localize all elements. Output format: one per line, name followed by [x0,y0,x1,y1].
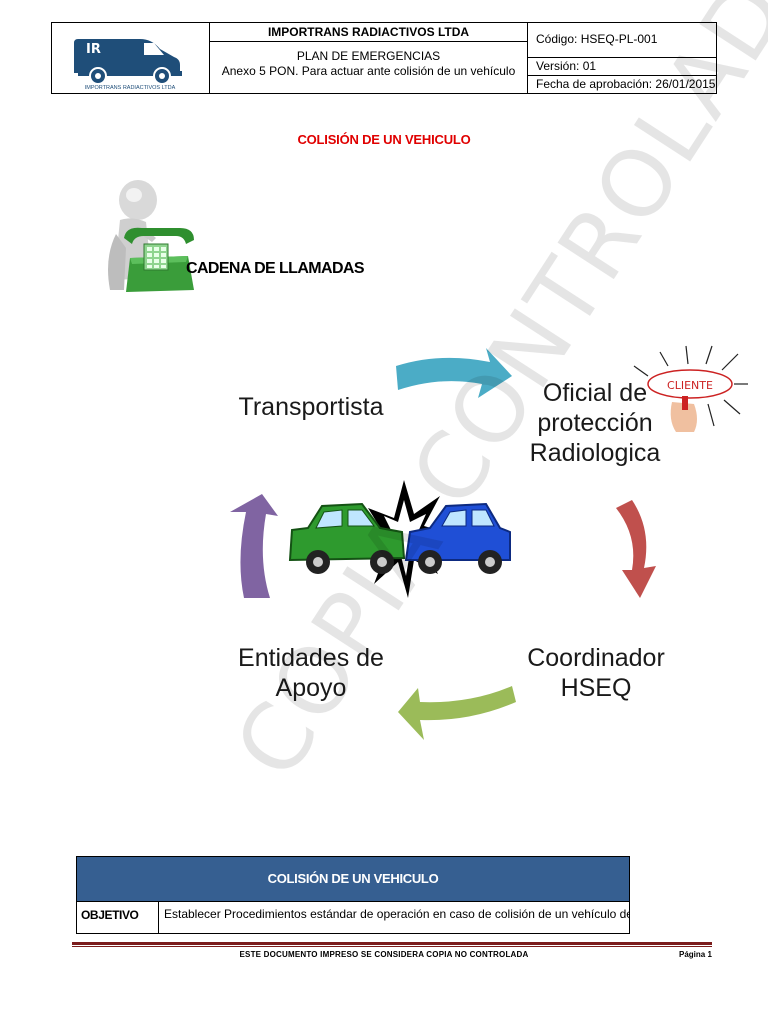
objective-table: COLISIÓN DE UN VEHICULO OBJETIVO Estable… [76,856,630,934]
document-version: Versión: 01 [528,58,716,76]
approval-date: Fecha de aprobación: 26/01/2015 [536,77,716,91]
node-transportista: Transportista [238,393,384,421]
car-crash-illustration [288,480,511,598]
company-logo: IR IMPORTRANS RADIACTIVOS LTDA [74,39,182,91]
document-header: IR IMPORTRANS RADIACTIVOS LTDA IMPORTRAN… [51,22,717,94]
plan-line-2: Anexo 5 PON. Para actuar ante colisión d… [221,64,516,78]
arrow-transportista-to-oficial [396,348,512,398]
node-entidades-apoyo: Entidades de Apoyo [238,644,384,702]
plan-title: PLAN DE EMERGENCIAS Anexo 5 PON. Para ac… [210,49,527,79]
svg-text:IMPORTRANS RADIACTIVOS LTDA: IMPORTRANS RADIACTIVOS LTDA [85,85,176,91]
arrow-coordinador-to-entidades [398,686,516,740]
footer-disclaimer: ESTE DOCUMENTO IMPRESO SE CONSIDERA COPI… [239,950,529,959]
node-coordinador-hseq: Coordinador HSEQ [527,644,665,702]
arrow-entidades-to-transportista [230,494,278,598]
page-title: COLISIÓN DE UN VEHICULO [297,132,471,147]
phone-person-illustration [108,180,194,292]
objetivo-text: Establecer Procedimientos estándar de op… [164,907,629,921]
table-row: OBJETIVO Establecer Procedimientos están… [77,901,629,933]
table-header: COLISIÓN DE UN VEHICULO [77,857,629,901]
cliente-sketch-illustration: CLIENTE [633,345,748,432]
footer-divider [72,942,712,945]
document-code: Código: HSEQ-PL-001 [528,23,716,58]
cadena-label: CADENA DE LLAMADAS [186,260,365,277]
cycle-diagram: CLIENTE [230,345,748,740]
company-name: IMPORTRANS RADIACTIVOS LTDA [210,23,527,42]
document-title-cell: IMPORTRANS RADIACTIVOS LTDA PLAN DE EMER… [210,23,528,93]
footer-divider-thin [72,946,712,947]
page-number: Página 1 [679,950,712,959]
plan-line-1: PLAN DE EMERGENCIAS [296,49,441,63]
company-logo-cell: IR IMPORTRANS RADIACTIVOS LTDA [52,23,210,93]
objetivo-label: OBJETIVO [77,902,159,933]
svg-text:IR: IR [86,42,101,57]
document-meta-cell: Código: HSEQ-PL-001 Versión: 01 Fecha de… [528,23,716,93]
svg-text:CLIENTE: CLIENTE [667,379,713,392]
node-oficial-proteccion: Oficial de protección Radiologica [529,379,661,467]
arrow-oficial-to-coordinador [616,500,656,598]
